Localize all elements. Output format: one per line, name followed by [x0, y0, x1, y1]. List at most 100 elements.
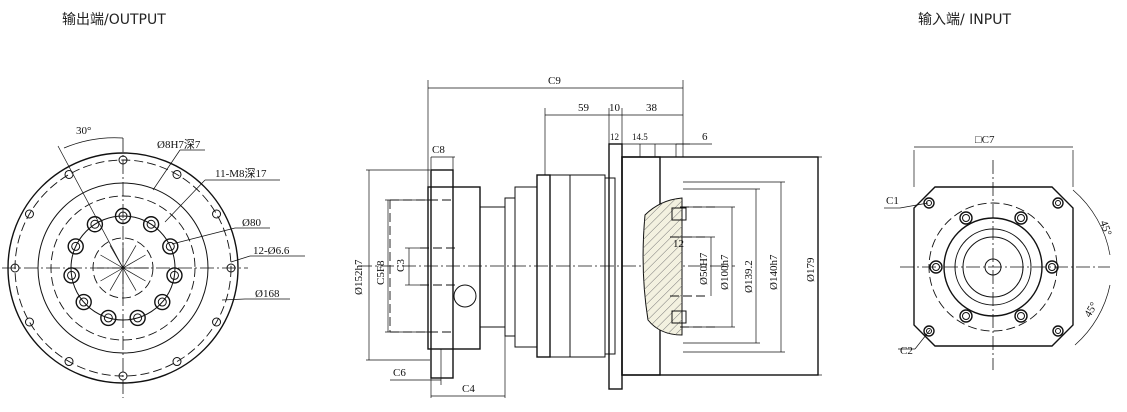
input-bolt-hole-core [1017, 214, 1025, 222]
dim-100: Ø100h7 [719, 254, 731, 290]
input-bolt-hole [923, 197, 935, 209]
dim-10: 10 [609, 102, 621, 114]
output-flange-view: 30° Ø8H7深7 11-M8深17 Ø80 12-Ø6.6 Ø168 [2, 125, 305, 398]
dim-152: Ø152h7 [353, 259, 365, 295]
dim-c8: C8 [432, 144, 445, 156]
tapped-hole-core [133, 313, 143, 323]
through-hole [118, 371, 128, 381]
output-header: 输出端/OUTPUT [62, 12, 166, 28]
pcd-label: Ø80 [242, 217, 261, 229]
through-hole [226, 263, 236, 273]
input-header: 输入端/ INPUT [918, 12, 1012, 28]
input-bolt-hole-core [1055, 328, 1061, 334]
center-ray [122, 254, 146, 269]
tapped-hole-core [146, 219, 156, 229]
output-flange-block [427, 186, 481, 350]
dim-c6: C6 [393, 367, 406, 379]
dim-c1: C1 [886, 195, 899, 207]
input-bolt-hole [959, 309, 973, 323]
tapped-hole-core [71, 241, 81, 251]
dim-50: Ø50H7 [698, 252, 710, 285]
through-hole [24, 209, 34, 219]
input-bolt-hole-core [1017, 312, 1025, 320]
input-bolt-hole [1052, 325, 1064, 337]
input-bolt-hole [929, 260, 943, 274]
tapped-hole-core [103, 313, 113, 323]
angle-30-label: 30° [76, 125, 91, 137]
tapped-hole-core [165, 241, 175, 251]
dim-14-5: 14.5 [632, 132, 648, 142]
dim-12-top: 12 [610, 132, 619, 142]
dim-12-mid: 12 [673, 238, 684, 250]
tapped-hole [75, 293, 92, 311]
dim-59: 59 [578, 102, 590, 114]
tapped-hole [162, 238, 179, 255]
input-bolt-hole [1052, 197, 1064, 209]
input-flange-view: □C7 C1 C2 45° 45° [884, 134, 1114, 370]
tapped-hole [67, 238, 84, 255]
input-bolt-hole [1014, 211, 1028, 225]
tapped-hole-core [67, 270, 77, 280]
dim-140: Ø140h7 [768, 254, 780, 290]
input-bolt-hole [1045, 260, 1059, 274]
dim-c4: C4 [462, 383, 475, 395]
dim-139: Ø139.2 [743, 260, 755, 293]
center-ray [122, 267, 146, 282]
tapped-hole [129, 309, 146, 327]
center-ray [122, 245, 137, 269]
output-key-hole [453, 284, 477, 308]
through-holes-label: 12-Ø6.6 [253, 245, 290, 257]
through-hole [212, 317, 222, 327]
input-bolt-hole-core [962, 214, 970, 222]
outer-flange-circle [7, 152, 239, 384]
outer-diameter-label: Ø168 [255, 288, 280, 300]
tapped-hole-core [90, 219, 100, 229]
tapped-hole [63, 267, 80, 284]
tapped-hole [154, 293, 171, 311]
tapped-holes-label: 11-M8深17 [215, 167, 267, 180]
tapped-hole-core [169, 270, 179, 280]
dim-6: 6 [702, 131, 708, 143]
through-hole [172, 357, 182, 367]
input-bolt-hole [923, 325, 935, 337]
through-hole [64, 357, 74, 367]
dim-c3: C3 [395, 259, 407, 272]
dim-179: Ø179 [805, 257, 817, 282]
tapped-hole-core [118, 211, 128, 221]
dim-38: 38 [646, 102, 658, 114]
through-hole [10, 263, 20, 273]
bore-label: Ø8H7深7 [157, 138, 201, 151]
input-bolt-hole-core [1048, 263, 1056, 271]
input-bolt-hole-core [962, 312, 970, 320]
center-ray [109, 267, 124, 291]
dim-c5: C5F8 [375, 260, 387, 285]
through-hole-pitch-circle [14, 159, 232, 377]
dim-c7: □C7 [975, 134, 995, 146]
tapped-hole [86, 216, 104, 233]
center-ray [100, 267, 124, 282]
through-hole [118, 155, 128, 165]
angle-30-arc [63, 137, 124, 149]
angle-45-bottom: 45° [1082, 300, 1100, 319]
side-section-view: C9 59 10 38 12 14.5 6 C8 Ø152h7 C5F8 [353, 75, 822, 398]
input-bolt-hole [959, 211, 973, 225]
dim-c9: C9 [548, 75, 561, 87]
input-bolt-hole-core [926, 328, 932, 334]
through-hole [212, 209, 222, 219]
angle-45-top: 45° [1097, 219, 1114, 238]
center-ray [100, 254, 124, 269]
through-hole [172, 169, 182, 179]
through-hole [24, 317, 34, 327]
tapped-hole-core [79, 297, 89, 307]
input-square-flange [913, 186, 1074, 347]
input-bolt-hole-core [1055, 200, 1061, 206]
tapped-hole [100, 309, 117, 327]
tapped-hole [142, 216, 160, 233]
center-ray [122, 267, 137, 291]
input-bolt-hole-core [932, 263, 940, 271]
input-bolt-hole [1014, 309, 1028, 323]
tapped-hole [166, 267, 183, 284]
tapped-hole [114, 207, 132, 225]
dim-c2: C2 [900, 345, 913, 357]
